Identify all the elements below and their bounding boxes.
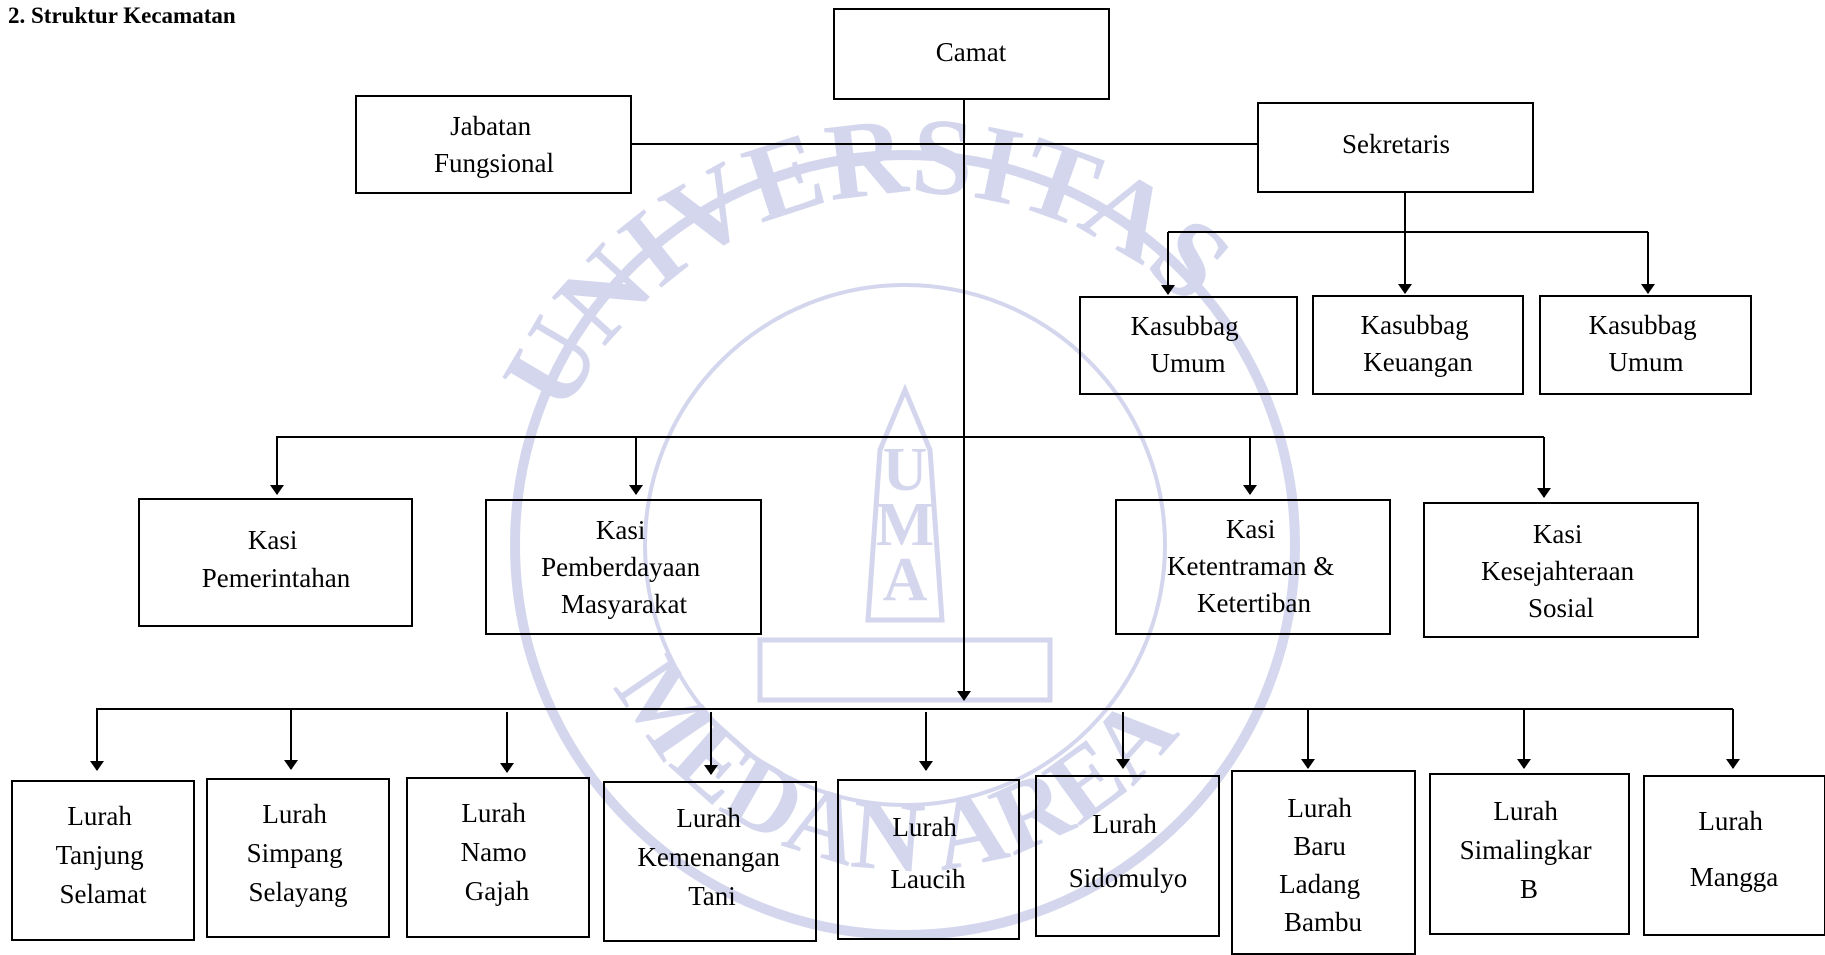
label-lurah-tanjung-selamat: Lurah Tanjung Selamat <box>56 801 151 909</box>
box-jabatan-fungsional <box>355 95 632 194</box>
label-kasi-ketentraman: Kasi Ketentraman & Ketertiban <box>1167 514 1341 618</box>
label-jabatan-fungsional: Jabatan Fungsional <box>434 111 554 178</box>
box-kasubbag-umum-1 <box>1079 296 1298 395</box>
box-kasubbag-umum-2 <box>1539 295 1752 395</box>
box-lurah-laucih <box>837 779 1020 940</box>
box-kasi-ketentraman <box>1115 499 1391 635</box>
label-kasubbag-umum-1: Kasubbag Umum <box>1131 311 1246 378</box>
box-lurah-simalingkar-b <box>1429 773 1630 935</box>
box-kasi-pemberdayaan <box>485 499 762 635</box>
label-lurah-baru-ladang-bambu: Lurah Baru Ladang Bambu <box>1279 793 1367 937</box>
watermark-base <box>757 637 1053 703</box>
label-lurah-namo-gajah: Lurah Namo Gajah <box>461 798 534 906</box>
box-lurah-tanjung-selamat <box>11 780 195 941</box>
watermark-letter-a: A <box>883 546 928 614</box>
label-lurah-laucih: Lurah Laucih <box>891 812 966 894</box>
label-lurah-simpang-selayang: Lurah Simpang Selayang <box>247 799 350 907</box>
watermark-letter-u: U <box>883 436 928 504</box>
label-lurah-mangga: Lurah Mangga <box>1690 806 1778 892</box>
connectors <box>90 100 1740 775</box>
box-kasi-pemerintahan <box>138 498 413 627</box>
label-kasubbag-umum-2: Kasubbag Umum <box>1589 310 1704 377</box>
label-lurah-sidomulyo: Lurah Sidomulyo <box>1069 809 1188 893</box>
box-kasubbag-keuangan <box>1312 295 1524 395</box>
box-sekretaris <box>1257 102 1534 193</box>
box-kasi-kesejahteraan <box>1423 502 1699 638</box>
box-lurah-namo-gajah <box>406 777 590 938</box>
box-lurah-mangga <box>1643 775 1825 936</box>
box-lurah-baru-ladang-bambu <box>1231 770 1416 955</box>
label-lurah-simalingkar-b: Lurah Simalingkar B <box>1460 796 1599 904</box>
label-kasi-pemberdayaan: Kasi Pemberdayaan Masyarakat <box>541 515 707 619</box>
page-title: 2. Struktur Kecamatan <box>8 3 236 28</box>
label-lurah-kemenangan-tani: Lurah Kemenangan Tani <box>637 803 786 911</box>
label-sekretaris: Sekretaris <box>1342 129 1450 159</box>
box-lurah-kemenangan-tani <box>603 781 817 942</box>
box-camat <box>833 8 1110 100</box>
label-kasi-kesejahteraan: Kasi Kesejahteraan Sosial <box>1481 519 1641 623</box>
boxes <box>11 8 1825 955</box>
label-camat: Camat <box>936 37 1007 67</box>
box-lurah-sidomulyo <box>1035 775 1220 937</box>
label-kasi-pemerintahan: Kasi Pemerintahan <box>202 525 351 593</box>
box-lurah-simpang-selayang <box>206 778 390 938</box>
watermark-torch-icon <box>865 383 945 623</box>
label-kasubbag-keuangan: Kasubbag Keuangan <box>1361 310 1476 377</box>
watermark-letter-m: M <box>876 491 935 559</box>
labels: Camat Jabatan Fungsional Sekretaris Kasu… <box>56 37 1779 937</box>
